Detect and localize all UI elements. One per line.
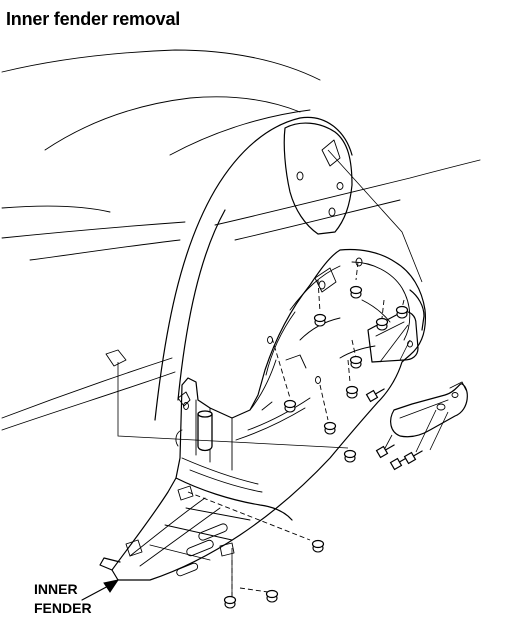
clip-11 — [265, 589, 279, 603]
vehicle-body-outline — [1, 49, 481, 431]
screws — [365, 388, 423, 471]
clip-9 — [343, 449, 357, 463]
screw-2 — [375, 444, 395, 459]
screw-4 — [403, 450, 423, 465]
upper-body-bracket — [283, 122, 353, 235]
clip-3 — [375, 317, 389, 331]
screw-1 — [365, 388, 385, 403]
page-title: Inner fender removal — [6, 9, 181, 29]
clip-7 — [323, 421, 337, 435]
part-label-arrow — [81, 579, 120, 601]
clip-5 — [349, 355, 363, 369]
clip-4 — [395, 305, 409, 319]
clip-2 — [349, 285, 363, 299]
inner-fender-body — [99, 248, 427, 581]
part-label-line2: FENDER — [34, 600, 92, 616]
leader-lines — [117, 149, 449, 600]
fastener-clips — [105, 257, 409, 609]
part-label-line1: INNER — [34, 581, 78, 597]
clip-10 — [311, 539, 325, 553]
screw-3 — [389, 456, 409, 471]
clip-6 — [345, 385, 359, 399]
clip-12 — [223, 595, 237, 609]
inner-fender-label: INNER FENDER — [34, 580, 124, 618]
clip-8 — [283, 399, 297, 413]
mud-guard — [390, 381, 468, 438]
clip-1 — [313, 313, 327, 327]
rear-splash-extension — [367, 289, 425, 363]
